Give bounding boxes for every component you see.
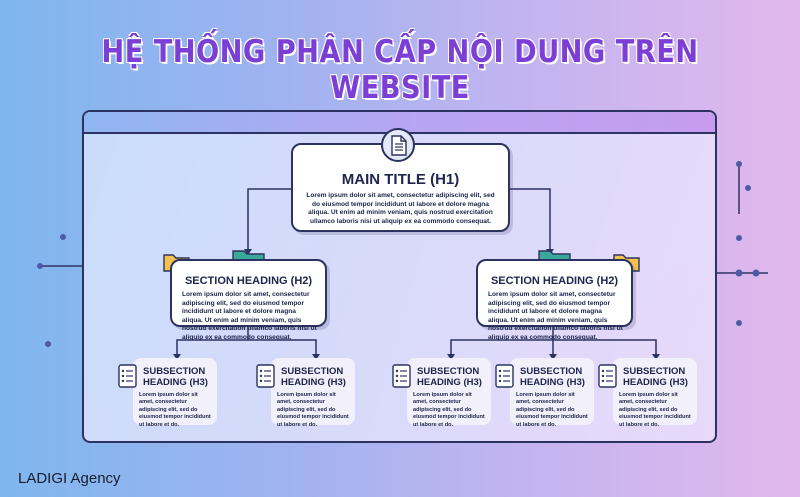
subsection-text: Lorem ipsum dolor sit amet, consectetur …	[619, 392, 691, 428]
subsection-text: Lorem ipsum dolor sit amet, consectetur …	[413, 392, 485, 428]
list-document-icon	[598, 364, 617, 388]
subsection-card: SUBSECTION HEADING (H3) Lorem ipsum dolo…	[613, 358, 697, 428]
list-document-icon	[392, 364, 411, 388]
subsection-heading: SUBSECTION HEADING (H3)	[143, 366, 208, 388]
subsection-text: Lorem ipsum dolor sit amet, consectetur …	[516, 392, 588, 428]
subsection-heading: SUBSECTION HEADING (H3)	[520, 366, 585, 388]
subsection-card: SUBSECTION HEADING (H3) Lorem ipsum dolo…	[271, 358, 355, 428]
document-icon	[381, 128, 415, 162]
subsection-card: SUBSECTION HEADING (H3) Lorem ipsum dolo…	[407, 358, 491, 428]
section-heading-card: SECTION HEADING (H2) Lorem ipsum dolor s…	[170, 259, 327, 341]
main-text: Lorem ipsum dolor sit amet, consectetur …	[306, 192, 495, 225]
section-heading: SECTION HEADING (H2)	[184, 275, 313, 287]
section-heading-card: SECTION HEADING (H2) Lorem ipsum dolor s…	[476, 259, 633, 341]
subsection-card: SUBSECTION HEADING (H3) Lorem ipsum dolo…	[510, 358, 594, 428]
list-document-icon	[495, 364, 514, 388]
page-title: HỆ THỐNG PHÂN CẤP NỘI DUNG TRÊN WEBSITE	[101, 34, 699, 106]
subsection-heading: SUBSECTION HEADING (H3)	[417, 366, 482, 388]
list-document-icon	[256, 364, 275, 388]
subsection-heading: SUBSECTION HEADING (H3)	[281, 366, 346, 388]
brand-label: LADIGI Agency	[18, 470, 121, 487]
section-heading: SECTION HEADING (H2)	[490, 275, 619, 287]
main-title: MAIN TITLE (H1)	[341, 171, 460, 188]
list-document-icon	[118, 364, 137, 388]
subsection-heading: SUBSECTION HEADING (H3)	[623, 366, 688, 388]
subsection-card: SUBSECTION HEADING (H3) Lorem ipsum dolo…	[133, 358, 217, 428]
section-text: Lorem ipsum dolor sit amet, consectetur …	[182, 291, 317, 341]
section-text: Lorem ipsum dolor sit amet, consectetur …	[488, 291, 623, 341]
subsection-text: Lorem ipsum dolor sit amet, consectetur …	[277, 392, 349, 428]
subsection-text: Lorem ipsum dolor sit amet, consectetur …	[139, 392, 211, 428]
